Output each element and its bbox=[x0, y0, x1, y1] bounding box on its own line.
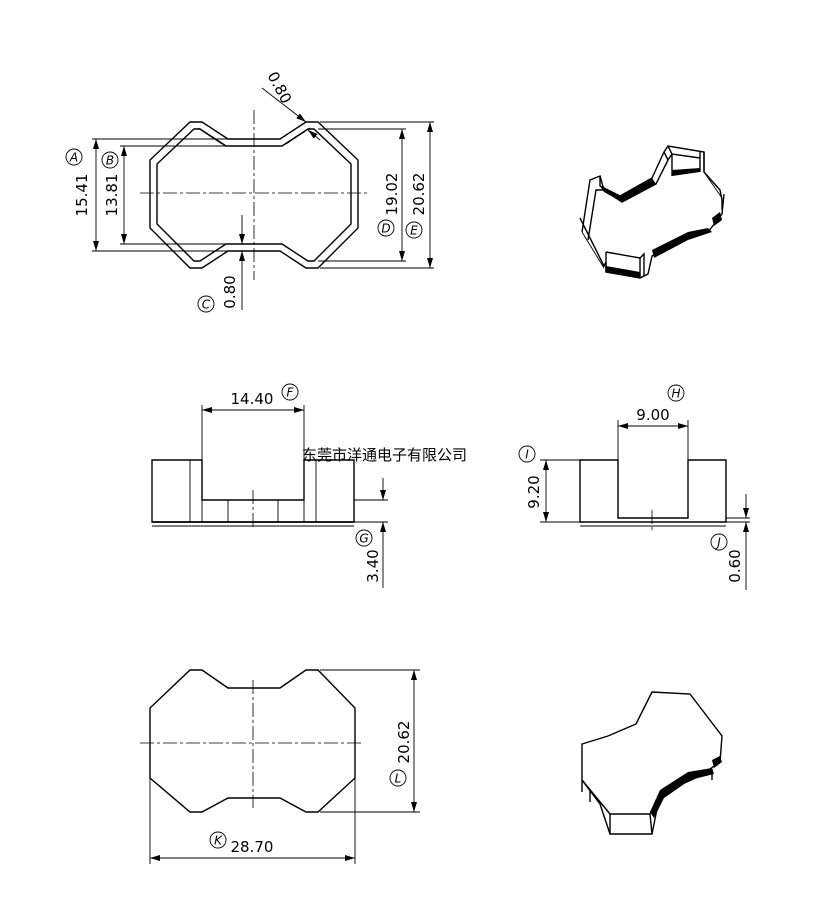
dim-letter-K: K bbox=[214, 834, 223, 848]
dim-value-F: 14.40 bbox=[231, 390, 274, 408]
dim-letter-H: H bbox=[671, 387, 680, 401]
dim-label-G: G 3.40 bbox=[355, 529, 382, 583]
dim-letter-I: I bbox=[525, 448, 529, 462]
dim-label-H: H 9.00 bbox=[636, 384, 685, 424]
dim-label-F: 14.40 F bbox=[231, 383, 299, 408]
dim-letter-B: B bbox=[106, 154, 114, 168]
dim-label-D: D 19.02 bbox=[377, 173, 401, 237]
top-view bbox=[92, 87, 434, 310]
dim-letter-E: E bbox=[410, 224, 418, 238]
dim-value-G: 3.40 bbox=[364, 549, 382, 582]
dim-value-A: 15.41 bbox=[73, 174, 91, 217]
watermark-text: 东莞市洋通电子有限公司 bbox=[302, 446, 467, 464]
dim-letter-J: J bbox=[715, 536, 721, 550]
iso-view-shell bbox=[579, 145, 725, 279]
dim-value-wall: 0.80 bbox=[264, 69, 296, 107]
dim-letter-D: D bbox=[381, 222, 390, 236]
dim-label-E: E 20.62 bbox=[405, 173, 428, 239]
dim-label-C: C 0.80 bbox=[197, 275, 239, 313]
dim-value-D: 19.02 bbox=[383, 173, 401, 216]
side-view bbox=[540, 420, 750, 590]
dim-value-C: 0.80 bbox=[221, 275, 239, 308]
dim-label-L: L 20.62 bbox=[389, 721, 413, 787]
dim-letter-F: F bbox=[287, 386, 295, 400]
dim-value-J: 0.60 bbox=[726, 549, 744, 582]
dim-label-K: K 28.70 bbox=[209, 831, 274, 856]
dim-letter-A: A bbox=[69, 151, 78, 165]
dim-value-L: 20.62 bbox=[395, 721, 413, 764]
dim-label-I: I 9.20 bbox=[518, 445, 543, 509]
dim-letter-L: L bbox=[395, 772, 402, 786]
dim-letter-G: G bbox=[359, 532, 368, 546]
dim-value-K: 28.70 bbox=[231, 838, 274, 856]
dim-value-H: 9.00 bbox=[636, 406, 669, 424]
dim-value-E: 20.62 bbox=[410, 173, 428, 216]
dim-label-A: A 15.41 bbox=[65, 148, 91, 217]
dim-label-J: J 0.60 bbox=[710, 533, 744, 583]
dim-letter-C: C bbox=[202, 298, 211, 312]
dim-label-B: B 13.81 bbox=[101, 151, 121, 217]
dim-value-B: 13.81 bbox=[103, 174, 121, 217]
iso-view-cover bbox=[581, 691, 723, 835]
bottom-view bbox=[140, 669, 420, 864]
dim-value-I: 9.20 bbox=[525, 475, 543, 508]
front-view bbox=[151, 405, 388, 588]
